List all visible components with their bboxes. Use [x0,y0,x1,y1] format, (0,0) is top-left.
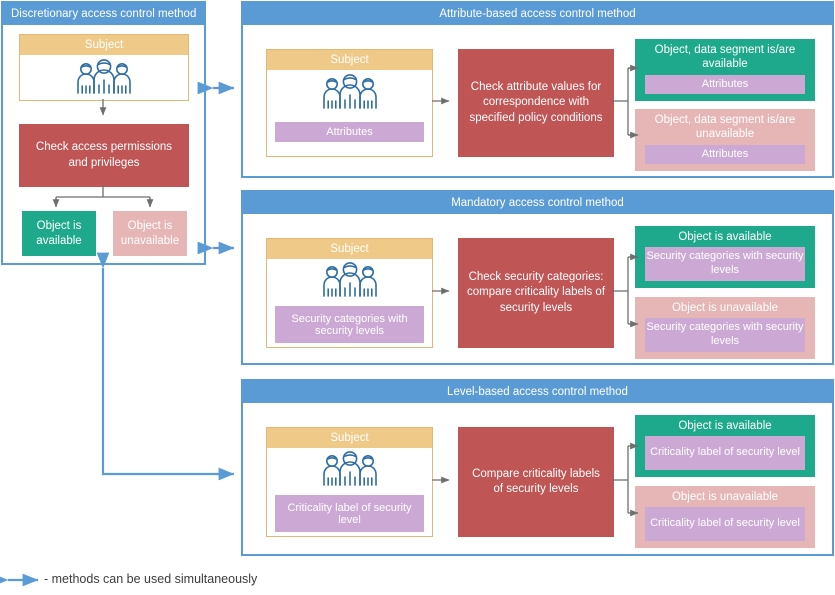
subject-card-mandatory[interactable]: Subject Security categories with securit… [266,238,433,348]
subject-title: Subject [267,428,432,448]
subject-card-level-based[interactable]: Subject Criticality label of security le… [266,427,433,537]
result-title: Object is unavailable [671,491,779,503]
legend-text: - methods can be used simultaneously [44,572,258,586]
panel-level-based[interactable]: Level-based access control method Subjec… [241,379,834,556]
result-available-attribute-based[interactable]: Object, data segment is/are available At… [635,39,815,101]
panel-title-mandatory: Mandatory access control method [243,192,832,214]
panel-title-discretionary: Discretionary access control method [3,3,204,25]
panel-body-level-based: Subject Criticality label of security le… [243,403,832,554]
result-badge: Attributes [645,75,805,94]
result-unavailable-mandatory[interactable]: Object is unavailable Security categorie… [635,297,815,359]
result-title: Object is available [678,420,772,432]
process-box-discretionary[interactable]: Check access permissions and privileges [19,124,189,187]
subject-title: Subject [267,50,432,70]
process-box-mandatory[interactable]: Check security categories: compare criti… [458,238,614,348]
result-badge: Security categories with security levels [645,247,805,281]
result-available-discretionary[interactable]: Object is available [22,211,96,256]
result-title: Object is available [678,231,772,243]
panel-mandatory[interactable]: Mandatory access control method Subject … [241,190,834,365]
result-unavailable-level-based[interactable]: Object is unavailable Criticality label … [635,486,815,548]
process-box-attribute-based[interactable]: Check attribute values for correspondenc… [458,49,614,157]
result-badge: Criticality label of security level [645,507,805,541]
people-group-icon [20,55,188,101]
result-title: Object, data segment is/are unavailable [654,114,796,141]
result-badge: Attributes [645,145,805,164]
subject-badge: Security categories with security levels [275,306,424,343]
result-badge: Criticality label of security level [645,436,805,470]
people-group-icon [267,70,432,116]
result-title: Object is unavailable [671,302,779,314]
panel-body-attribute-based: Subject Attributes Check attribute value… [243,25,832,176]
subject-card-attribute-based[interactable]: Subject Attributes [266,49,433,157]
result-available-level-based[interactable]: Object is available Criticality label of… [635,415,815,477]
subject-card-discretionary[interactable]: Subject [19,34,189,101]
result-badge: Security categories with security levels [645,318,805,352]
panel-title-level-based: Level-based access control method [243,381,832,403]
panel-attribute-based[interactable]: Attribute-based access control method Su… [241,1,834,178]
subject-title: Subject [20,35,188,55]
subject-badge: Attributes [275,122,424,142]
result-available-mandatory[interactable]: Object is available Security categories … [635,226,815,288]
process-box-level-based[interactable]: Compare criticality labels of security l… [458,427,614,537]
result-unavailable-attribute-based[interactable]: Object, data segment is/are unavailable … [635,109,815,171]
people-group-icon [267,259,432,303]
subject-badge: Criticality label of security level [275,495,424,532]
panel-title-attribute-based: Attribute-based access control method [243,3,832,25]
result-unavailable-discretionary[interactable]: Object is unavailable [113,211,187,256]
people-group-icon [267,448,432,492]
panel-discretionary[interactable]: Discretionary access control method Subj… [1,1,206,265]
panel-body-discretionary: Subject [3,25,204,263]
panel-body-mandatory: Subject Security categories with securit… [243,214,832,363]
result-title: Object, data segment is/are available [654,44,796,71]
subject-title: Subject [267,239,432,259]
